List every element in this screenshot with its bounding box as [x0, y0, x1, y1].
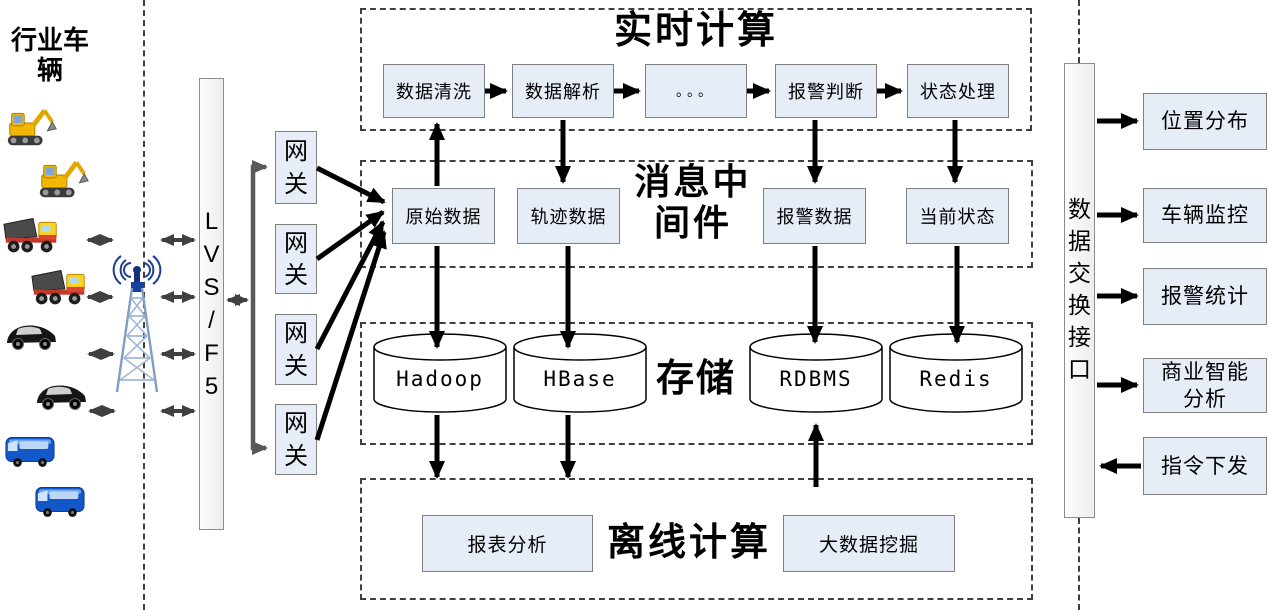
gateway-box-1: 网 关 [275, 131, 317, 204]
hbase-cylinder: HBase [513, 333, 647, 413]
step-alarm-judgement: 报警判断 [775, 64, 877, 118]
right-boundary-dashed-line-bottom [1078, 518, 1080, 610]
hbase-label: HBase [543, 367, 617, 391]
queue-alarm-data: 报警数据 [763, 188, 866, 244]
step-data-cleaning: 数据清洗 [383, 64, 485, 118]
message-middleware-title: 消息中 间件 [634, 161, 752, 245]
right-boundary-dashed-line-top [1078, 0, 1080, 63]
queue-raw-data: 原始数据 [392, 188, 495, 244]
realtime-computing-section [360, 8, 1032, 131]
offline-computing-section [360, 478, 1033, 600]
data-exchange-interface-label: 数 据 交 换 接 口 [1068, 197, 1091, 383]
exchange-output-arrows [1097, 113, 1141, 474]
storage-title: 存储 [655, 355, 736, 400]
queue-track-data: 轨迹数据 [517, 188, 620, 244]
redis-cylinder: Redis [889, 333, 1023, 413]
queue-current-status: 当前状态 [906, 188, 1009, 244]
rdbms-label: RDBMS [779, 367, 853, 391]
excavator-icon [34, 150, 92, 200]
dump-truck-icon [30, 262, 92, 308]
car-icon [34, 376, 90, 412]
bus-icon [4, 430, 56, 470]
rdbms-cylinder: RDBMS [749, 333, 883, 413]
radio-tower-icon [104, 254, 170, 396]
bus-icon [34, 480, 86, 520]
lvs-f5-label: L V S / F 5 [203, 208, 220, 400]
hadoop-label: Hadoop [396, 367, 484, 391]
job-report-analysis: 报表分析 [422, 515, 593, 572]
step-ellipsis: 。。。 [645, 64, 747, 118]
gateway-box-2: 网 关 [275, 224, 317, 294]
output-vehicle-monitoring: 车辆监控 [1143, 188, 1267, 243]
gateway-box-3: 网 关 [275, 314, 317, 385]
output-alarm-statistics: 报警统计 [1143, 268, 1267, 325]
vehicles-title: 行业车 辆 [10, 25, 89, 85]
data-exchange-interface-bar: 数 据 交 换 接 口 [1064, 63, 1095, 518]
step-status-processing: 状态处理 [907, 64, 1009, 118]
dump-truck-icon [2, 210, 64, 256]
gateway-bracket [250, 160, 268, 455]
output-business-intelligence: 商业智能 分析 [1143, 358, 1267, 413]
realtime-computing-title: 实时计算 [613, 7, 778, 52]
hadoop-cylinder: Hadoop [373, 333, 507, 413]
redis-label: Redis [919, 367, 993, 391]
gateway-box-4: 网 关 [275, 404, 317, 475]
excavator-icon [2, 98, 60, 148]
lvs-f5-bar: L V S / F 5 [199, 78, 224, 530]
car-icon [4, 316, 60, 352]
output-position-distribution: 位置分布 [1143, 93, 1267, 150]
offline-computing-title: 离线计算 [606, 519, 771, 564]
step-data-parsing: 数据解析 [512, 64, 614, 118]
output-command-dispatch: 指令下发 [1143, 437, 1267, 495]
job-big-data-mining: 大数据挖掘 [783, 515, 955, 572]
